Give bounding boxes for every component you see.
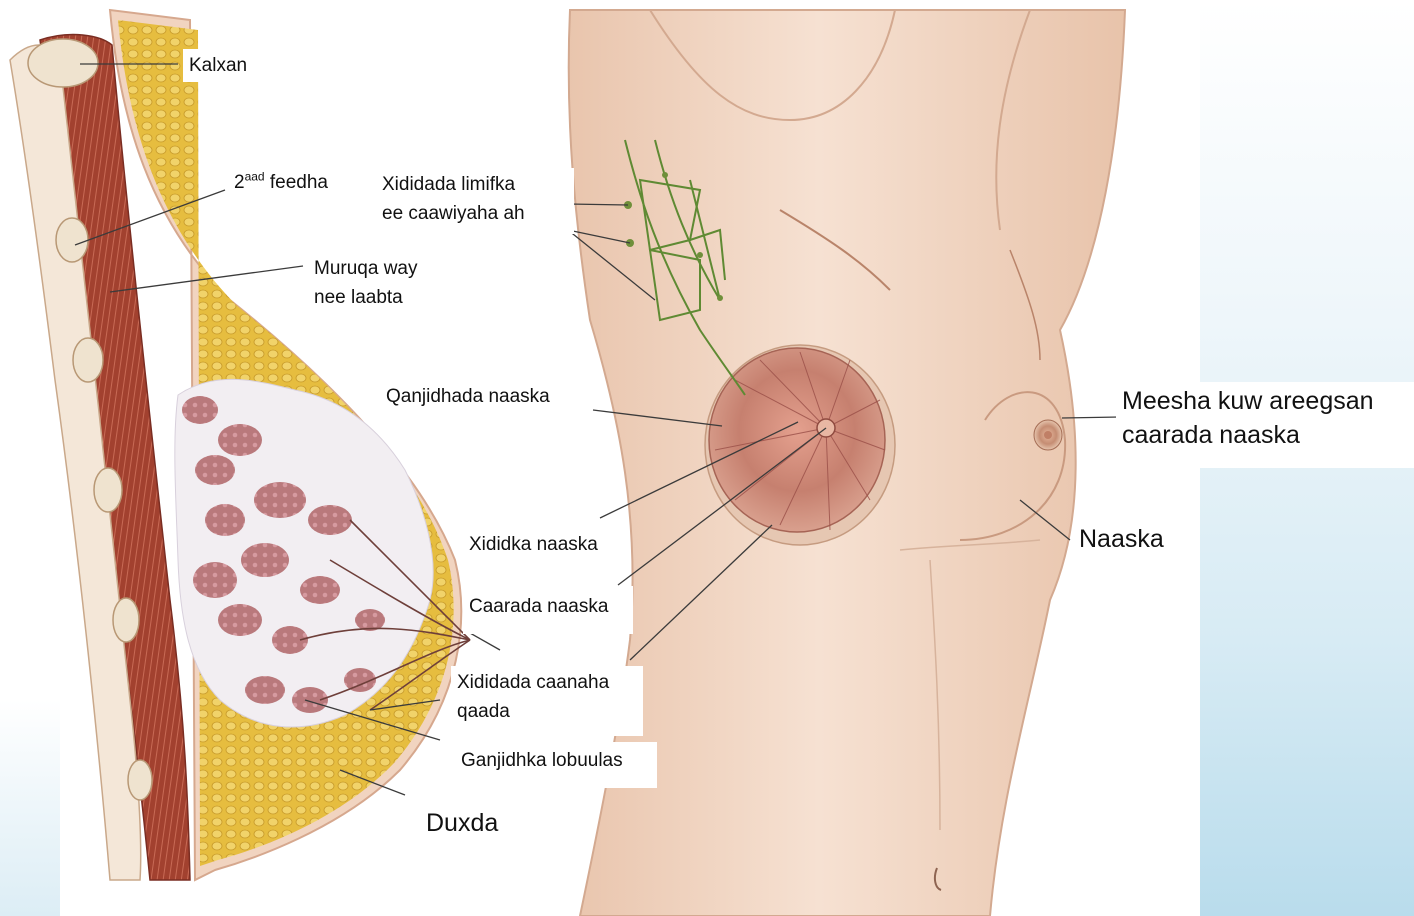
label-breast-duct: Xididka naaska xyxy=(463,522,623,578)
label-breast: Naaska xyxy=(1073,520,1189,570)
label-second-rib: 2aad feedha xyxy=(228,166,334,199)
label-kalxan: Kalxan xyxy=(183,49,253,82)
label-second-rib-text: feedha xyxy=(265,172,328,193)
label-second-rib-sup: aad xyxy=(245,170,265,184)
label-axillary-lymph: Xididada limifka ee caawiyaha ah xyxy=(376,168,574,234)
label-mammary-gland: Qanjidhada naaska xyxy=(380,376,592,424)
label-second-rib-number: 2 xyxy=(234,172,245,193)
label-pectoral-muscle: Muruqa way nee laabta xyxy=(308,252,480,320)
label-milk-ducts: Xididada caanaha qaada xyxy=(451,666,643,736)
cross-section xyxy=(10,10,470,880)
label-areola: Meesha kuw areegsan caarada naaska xyxy=(1116,382,1414,468)
label-fat: Duxda xyxy=(420,800,528,854)
label-nipple: Caarada naaska xyxy=(463,586,633,634)
label-lobules: Ganjidhka lobuulas xyxy=(455,742,657,788)
